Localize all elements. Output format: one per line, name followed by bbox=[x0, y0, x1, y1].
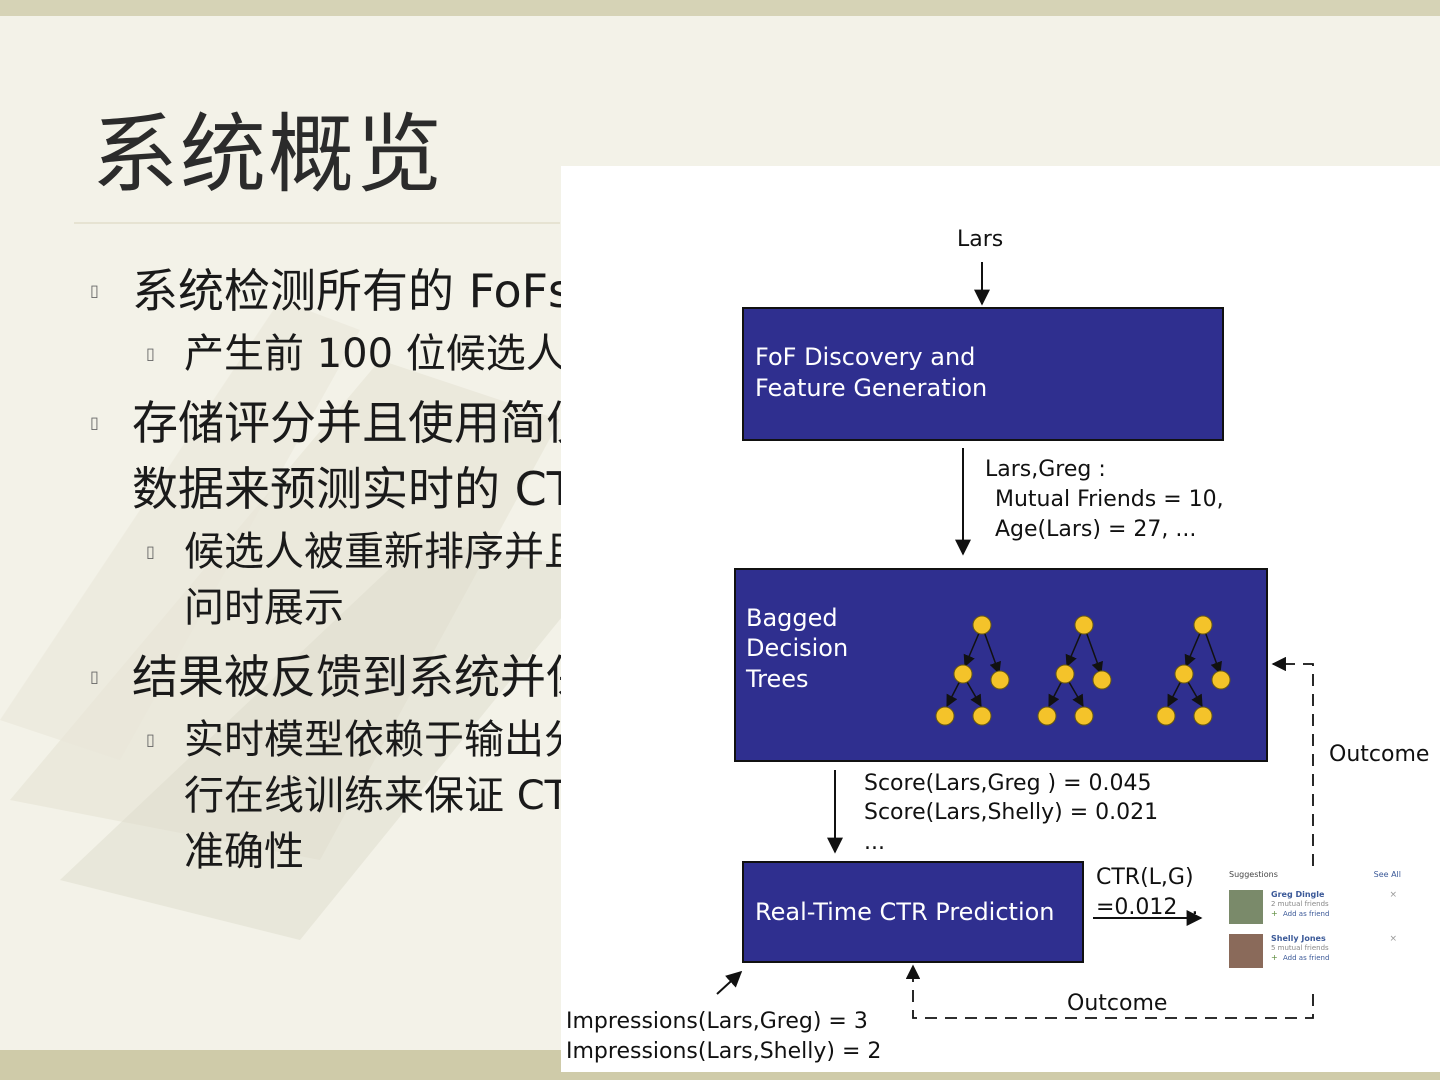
suggestions-title: Suggestions bbox=[1229, 870, 1278, 879]
feedback-loop-right bbox=[1271, 656, 1314, 866]
box2-line1: Bagged bbox=[746, 604, 838, 632]
avatar bbox=[1229, 934, 1263, 968]
bullet-text: 系统检测所有的 FoFs bbox=[132, 264, 573, 318]
bullet-level1: ▯ 系统检测所有的 FoFs bbox=[90, 258, 750, 324]
suggestion-item: Shelly Jones 5 mutual friends + Add as f… bbox=[1229, 934, 1401, 974]
arrow-impressions bbox=[716, 970, 743, 995]
outcome-label-right: Outcome bbox=[1329, 742, 1429, 767]
add-friend-link[interactable]: Add as friend bbox=[1283, 954, 1330, 962]
feedback-loop-bottom bbox=[905, 964, 1314, 1019]
impressions-line1: Impressions(Lars,Greg) = 3 bbox=[566, 1009, 868, 1034]
bullet-marker-icon: ▯ bbox=[90, 667, 99, 686]
bullet-level1: ▯ 结果被反馈到系统并保留 bbox=[90, 644, 750, 710]
person-name[interactable]: Shelly Jones bbox=[1271, 934, 1326, 943]
see-all-link[interactable]: See All bbox=[1373, 870, 1401, 879]
box3-label: Real-Time CTR Prediction bbox=[755, 898, 1055, 926]
add-friend-icon: + bbox=[1271, 909, 1278, 918]
box1-line2: Feature Generation bbox=[755, 374, 987, 402]
edge1-line3: Age(Lars) = 27, ... bbox=[995, 517, 1196, 542]
ctr-line2: =0.012 .. bbox=[1096, 895, 1198, 920]
bullet-marker-icon: ▯ bbox=[90, 413, 99, 432]
suggestions-widget: Suggestions See All Greg Dingle 2 mutual… bbox=[1225, 866, 1405, 996]
tree-icon bbox=[935, 615, 1010, 726]
suggestion-item: Greg Dingle 2 mutual friends + Add as fr… bbox=[1229, 890, 1401, 930]
person-name[interactable]: Greg Dingle bbox=[1271, 890, 1325, 899]
fof-discovery-box bbox=[742, 307, 1224, 441]
bullet-marker-icon: ▯ bbox=[146, 542, 155, 561]
slide-title: 系统概览 bbox=[92, 105, 444, 205]
ctr-line1: CTR(L,G) bbox=[1096, 865, 1194, 890]
edge2-line1: Score(Lars,Greg ) = 0.045 bbox=[864, 771, 1152, 796]
box2-line2: Decision bbox=[746, 634, 848, 662]
tree-icon bbox=[1037, 615, 1112, 726]
edge2-line3: ... bbox=[864, 830, 885, 855]
avatar bbox=[1229, 890, 1263, 924]
decision-trees-box bbox=[734, 568, 1268, 762]
top-accent-bar bbox=[0, 0, 1440, 16]
close-icon[interactable]: × bbox=[1389, 934, 1397, 944]
impressions-line2: Impressions(Lars,Shelly) = 2 bbox=[566, 1039, 881, 1064]
edge1-line1: Lars,Greg : bbox=[985, 457, 1106, 482]
box1-line1: FoF Discovery and bbox=[755, 343, 975, 371]
close-icon[interactable]: × bbox=[1389, 890, 1397, 900]
box2-line3: Trees bbox=[745, 665, 809, 693]
tree-icon bbox=[1156, 615, 1231, 726]
bullet-marker-icon: ▯ bbox=[90, 281, 99, 300]
bullet-text: 结果被反馈到系统并保留 bbox=[132, 650, 638, 704]
diagram-panel: Lars FoF Discovery and Feature Generatio… bbox=[561, 166, 1440, 1072]
edge1-line2: Mutual Friends = 10, bbox=[995, 487, 1224, 512]
add-friend-link[interactable]: Add as friend bbox=[1283, 910, 1330, 918]
title-divider bbox=[74, 222, 560, 224]
ctr-prediction-box bbox=[742, 861, 1084, 963]
outcome-label-bottom: Outcome bbox=[1067, 991, 1167, 1016]
add-friend-icon: + bbox=[1271, 953, 1278, 962]
input-label: Lars bbox=[957, 227, 1003, 252]
background-fan-artwork bbox=[0, 300, 600, 940]
bullet-marker-icon: ▯ bbox=[146, 730, 155, 749]
pipeline-diagram: Lars FoF Discovery and Feature Generatio… bbox=[566, 227, 1429, 1064]
edge2-line2: Score(Lars,Shelly) = 0.021 bbox=[864, 800, 1158, 825]
bullet-marker-icon: ▯ bbox=[146, 344, 155, 363]
mutual-friends: 5 mutual friends bbox=[1271, 944, 1329, 952]
mutual-friends: 2 mutual friends bbox=[1271, 900, 1329, 908]
